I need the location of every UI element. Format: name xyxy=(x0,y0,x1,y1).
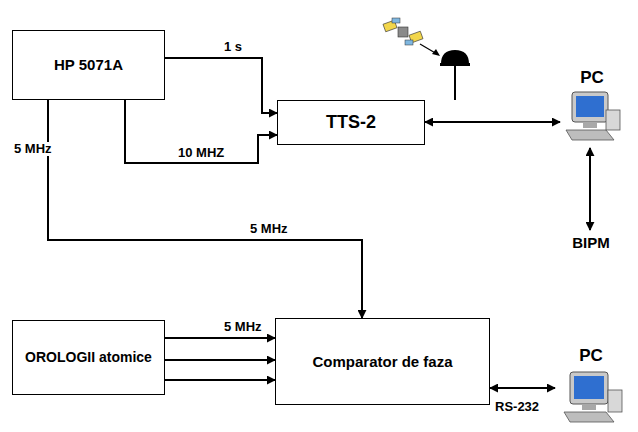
node-text: TTS-2 xyxy=(318,112,384,133)
signal-connector xyxy=(589,148,591,230)
computer-node: PC xyxy=(555,346,627,426)
bureau-node: BIPM xyxy=(558,230,624,256)
node-text: Comparator de faza xyxy=(304,353,460,370)
signal-label: 5 MHz xyxy=(248,222,290,236)
node-text: HP 5071A xyxy=(46,56,131,73)
signal-connector xyxy=(490,387,555,389)
node-text: PC xyxy=(580,68,604,88)
clock-group-box: OROLOGII atomice xyxy=(12,320,165,395)
signal-label: 5 MHz xyxy=(222,320,264,334)
signal-connector xyxy=(165,58,277,113)
signal-connector xyxy=(125,100,277,163)
signal-connector xyxy=(425,121,560,123)
antenna-symbol xyxy=(440,50,470,100)
signal-label: 5 MHz xyxy=(12,142,54,156)
receiver-box: TTS-2 xyxy=(277,100,425,145)
node-text: PC xyxy=(579,346,603,366)
node-text: OROLOGII atomice xyxy=(17,349,160,365)
computer-icon xyxy=(566,92,620,140)
computer-icon xyxy=(564,372,622,422)
signal-label: RS-232 xyxy=(493,400,541,414)
computer-node: PC xyxy=(560,68,624,148)
signal-label: 10 MHZ xyxy=(176,146,226,160)
signal-connector xyxy=(165,379,275,381)
comparator-box: Comparator de faza xyxy=(275,318,490,405)
clock-box: HP 5071A xyxy=(12,30,165,100)
satellite-icon xyxy=(383,18,440,56)
signal-connector xyxy=(165,337,275,339)
signal-label: 1 s xyxy=(222,40,244,54)
signal-connector xyxy=(165,359,275,361)
node-text: BIPM xyxy=(572,234,610,251)
